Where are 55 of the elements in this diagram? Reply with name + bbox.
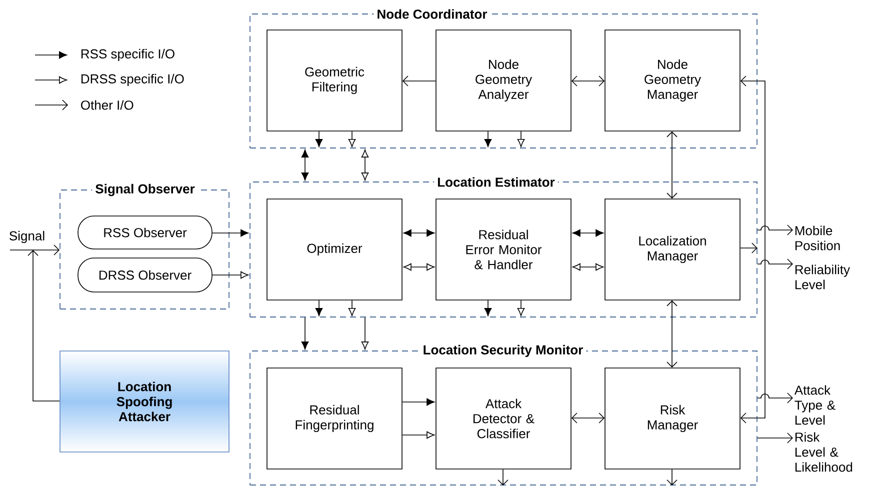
process-box: Localization Manager xyxy=(604,198,740,300)
arrow xyxy=(403,263,435,271)
arrow xyxy=(572,263,604,271)
arrow xyxy=(517,131,525,147)
arrow xyxy=(361,317,369,350)
arrow xyxy=(571,412,605,424)
output-label: Risk Level & Likelihood xyxy=(795,432,852,472)
arrow xyxy=(348,300,356,316)
arrow xyxy=(28,250,60,402)
arrow xyxy=(498,469,508,486)
arrow xyxy=(361,149,369,181)
process-box: Geometric Filtering xyxy=(266,30,402,132)
arrow xyxy=(301,149,309,181)
arrow xyxy=(571,76,605,86)
legend-label: Other I/O xyxy=(81,100,134,110)
arrow xyxy=(517,300,525,316)
arrow xyxy=(402,398,435,406)
arrow xyxy=(757,392,793,404)
arrow xyxy=(212,271,249,279)
arrow xyxy=(572,229,604,237)
process-box: Attack Detector & Classifier xyxy=(436,368,572,470)
arrow xyxy=(10,244,60,256)
arrow xyxy=(666,300,678,368)
arrow xyxy=(348,131,356,147)
arrow xyxy=(740,242,758,254)
legend-label: DRSS specific I/O xyxy=(81,74,184,86)
arrow xyxy=(757,224,793,236)
arrow xyxy=(757,258,793,270)
process-box: Node Geometry Manager xyxy=(604,30,740,132)
arrow xyxy=(757,432,793,444)
process-box: Residual Error Monitor & Handler xyxy=(436,198,572,300)
process-box: Risk Manager xyxy=(604,368,740,470)
arrow xyxy=(484,131,492,147)
output-label: Attack Type & Level xyxy=(794,385,836,425)
arrow xyxy=(740,76,766,424)
output-label: Reliability Level xyxy=(795,264,850,290)
arrow xyxy=(666,469,678,486)
attacker-box: Location Spoofing Attacker xyxy=(60,350,230,452)
process-box: Optimizer xyxy=(266,198,402,300)
rounded-box: DRSS Observer xyxy=(78,258,212,292)
arrow xyxy=(666,131,678,199)
legend-label: RSS specific I/O xyxy=(81,48,174,62)
arrow xyxy=(484,300,492,316)
arrow xyxy=(403,229,435,237)
arrow xyxy=(402,76,436,86)
rounded-box: RSS Observer xyxy=(78,216,212,250)
arrow xyxy=(212,229,249,237)
arrow xyxy=(315,131,323,147)
arrow xyxy=(315,300,323,316)
process-box: Residual Fingerprinting xyxy=(266,368,402,470)
edge-label: Signal xyxy=(8,230,46,244)
output-label: Mobile Position xyxy=(795,226,840,250)
arrow xyxy=(402,431,435,439)
arrow xyxy=(301,317,309,350)
process-box: Node Geometry Analyzer xyxy=(436,30,572,132)
